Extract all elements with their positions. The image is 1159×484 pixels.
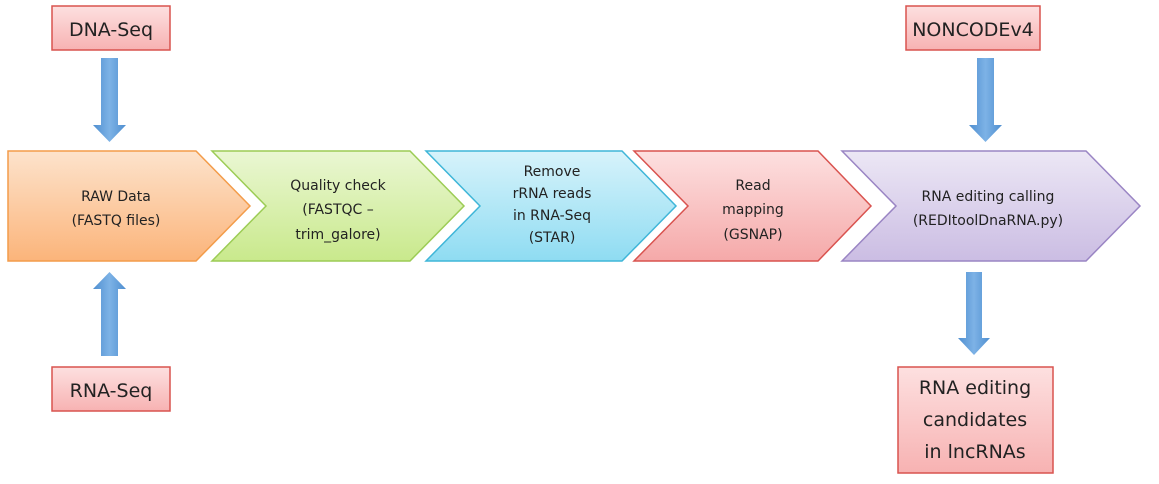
svg-text:(GSNAP): (GSNAP) [723, 227, 782, 243]
noncode-label: NONCODEv4 [912, 19, 1034, 41]
step-rna-editing-calling: RNA editing calling (REDItoolDnaRNA.py) [840, 150, 1142, 262]
rna-seq-box: RNA-Seq [51, 366, 171, 412]
arrow-up-icon [93, 272, 126, 356]
svg-text:in RNA-Seq: in RNA-Seq [513, 208, 591, 224]
dna-seq-label: DNA-Seq [69, 19, 153, 41]
step-quality-check: Quality check (FASTQC – trim_galore) [210, 150, 466, 262]
dna-seq-box: DNA-Seq [51, 5, 171, 51]
svg-text:RAW Data: RAW Data [81, 189, 151, 205]
step-read-mapping: Read mapping (GSNAP) [632, 150, 873, 262]
svg-text:RNA editing: RNA editing [919, 377, 1031, 399]
svg-text:trim_galore): trim_galore) [295, 227, 380, 243]
arrow-down-icon [958, 272, 990, 355]
arrow-down-icon [969, 58, 1002, 142]
svg-text:(REDItoolDnaRNA.py): (REDItoolDnaRNA.py) [913, 213, 1063, 229]
svg-text:Read: Read [735, 178, 770, 194]
svg-text:mapping: mapping [722, 202, 784, 218]
svg-text:(STAR): (STAR) [529, 230, 576, 246]
step-raw-data: RAW Data (FASTQ files) [7, 150, 252, 262]
svg-text:Quality check: Quality check [290, 178, 386, 194]
noncode-box: NONCODEv4 [905, 5, 1041, 51]
arrow-down-icon [93, 58, 126, 142]
svg-text:(FASTQC –: (FASTQC – [302, 202, 374, 218]
svg-text:(FASTQ files): (FASTQ files) [72, 213, 161, 229]
step-remove-rrna: Remove rRNA reads in RNA-Seq (STAR) [424, 150, 678, 262]
svg-text:Remove: Remove [524, 164, 581, 180]
svg-text:rRNA reads: rRNA reads [513, 186, 592, 202]
output-box: RNA editing candidates in lncRNAs [897, 366, 1054, 474]
svg-text:in lncRNAs: in lncRNAs [924, 441, 1025, 463]
rna-seq-label: RNA-Seq [70, 380, 153, 402]
svg-text:RNA editing calling: RNA editing calling [922, 189, 1055, 205]
svg-text:candidates: candidates [923, 409, 1027, 431]
